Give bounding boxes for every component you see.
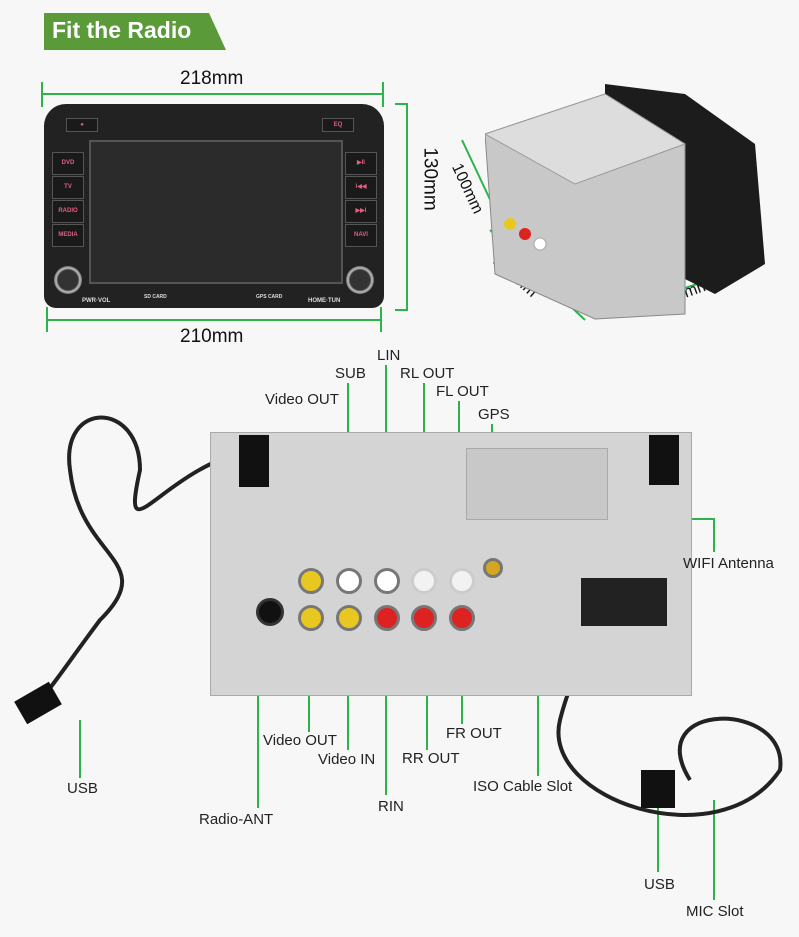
dim-210: 210mm [180,326,244,347]
rl-out-jack [411,568,437,594]
dvd-button: DVD [52,152,84,175]
label-rr-out: RR OUT [402,750,460,767]
rr-out-jack [411,605,437,631]
usb-plug-left [14,681,62,725]
label-sub: SUB [335,365,366,382]
next-button: ▶▶I [345,200,377,223]
label-video-in: Video IN [318,751,376,768]
radio-ant-jack [256,598,284,626]
gps-card-label: GPS CARD [256,294,283,300]
label-video-out-top: Video OUT [265,391,339,408]
label-fl-out: FL OUT [436,383,489,400]
usb-connector-left [239,435,269,487]
fr-out-jack [449,605,475,631]
play-pause-button: ▶II [345,152,377,175]
radio-front-panel: ● EQ DVD TV RADIO MEDIA ▶II I◀◀ ▶▶I NAVI… [44,104,384,308]
dim-218: 218mm [180,68,244,89]
label-fr-out: FR OUT [446,725,502,742]
fl-out-jack [449,568,475,594]
label-rl-out: RL OUT [400,365,455,382]
label-lin: LIN [377,347,401,364]
media-button: MEDIA [52,224,84,247]
power-button: ● [66,118,98,132]
label-usb-left: USB [67,780,98,797]
video-out-jack [298,568,324,594]
label-mic-slot: MIC Slot [686,903,744,920]
sub-jack [336,568,362,594]
label-wifi-antenna: WIFI Antenna [683,555,774,572]
lin-jack [374,568,400,594]
screen [89,140,343,284]
radio-side-view [485,84,765,320]
radio-back-panel [210,432,692,696]
label-rin: RIN [378,798,404,815]
pwr-vol-label: PWR·VOL [82,298,111,304]
video-in-jack [336,605,362,631]
radio-button: RADIO [52,200,84,223]
gps-jack [483,558,503,578]
tune-knob [346,266,374,294]
home-tun-label: HOME·TUN [308,298,341,304]
rin-jack [374,605,400,631]
sd-card-label: SD CARD [144,294,167,300]
label-usb-bottom: USB [644,876,675,893]
usb-connector-right [649,435,679,485]
label-video-out-bottom: Video OUT [263,732,337,749]
usb-plug-bottom [641,770,675,808]
prev-button: I◀◀ [345,176,377,199]
dim-line-130 [395,103,408,311]
title-banner: Fit the Radio [44,13,226,50]
iso-cable-slot [581,578,667,626]
dim-line-218 [41,82,384,107]
volume-knob [54,266,82,294]
tv-button: TV [52,176,84,199]
label-gps: GPS [478,406,510,423]
label-radio-ant: Radio-ANT [199,811,274,828]
eq-button: EQ [322,118,354,132]
navi-button: NAVI [345,224,377,247]
dim-line-210 [46,307,382,332]
label-iso-cable-slot: ISO Cable Slot [473,778,573,795]
video-out-jack-2 [298,605,324,631]
title: Fit the Radio [52,17,192,43]
